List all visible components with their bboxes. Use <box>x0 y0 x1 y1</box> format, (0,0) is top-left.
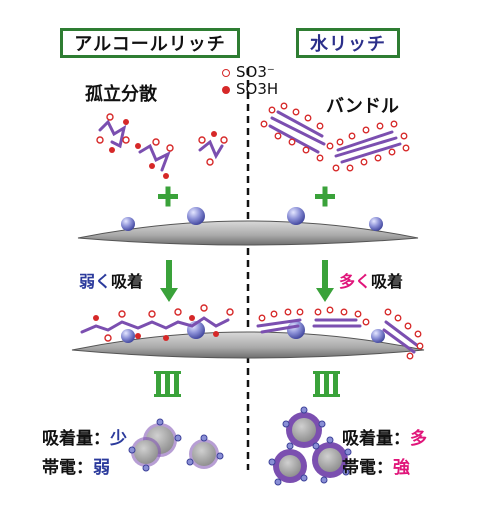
surface-top <box>77 220 419 246</box>
filled-circle-icon <box>222 85 230 94</box>
adsorption-degree-right: 多く <box>339 272 372 291</box>
legend-row-sulfonic-acid: SO3H <box>222 81 278 98</box>
adsorbed-amount-right: 吸着量：多 <box>342 425 427 454</box>
arrow-down-right <box>316 260 334 302</box>
stats-right: 吸着量：多 帯電：強 <box>342 425 427 483</box>
bundle-polymers <box>268 110 402 164</box>
adsorption-degree-left: 弱く <box>79 272 112 291</box>
title-alcohol-rich: アルコールリッチ <box>60 28 240 58</box>
isolated-polymers <box>98 119 224 172</box>
result-particles-right <box>268 406 352 486</box>
adsorbed-right-polymers <box>256 318 420 354</box>
adsorption-suffix-right: 吸着 <box>371 272 404 291</box>
adsorption-suffix-left: 吸着 <box>111 272 144 291</box>
charge-value-left: 弱 <box>93 458 110 478</box>
adsorbed-amount-left: 吸着量：少 <box>42 425 127 454</box>
plus-sign-right <box>315 186 335 207</box>
amount-label-right: 吸着量： <box>342 429 410 449</box>
surface-top-particles <box>121 207 383 231</box>
label-weak-adsorption: 弱く吸着 <box>79 268 143 292</box>
plus-sign-left <box>158 186 178 207</box>
legend-row-sulfonate: SO3⁻ <box>222 64 278 81</box>
stats-left: 吸着量：少 帯電：弱 <box>42 425 127 483</box>
result-particles-left <box>128 418 224 472</box>
amount-value-right: 多 <box>410 429 427 449</box>
legend-label-sulfonate: SO3⁻ <box>236 63 275 81</box>
equals-symbol-left <box>154 371 181 397</box>
charge-value-right: 強 <box>393 458 410 478</box>
amount-value-left: 少 <box>110 429 127 449</box>
bundle-groups <box>260 102 410 172</box>
isolated-groups <box>96 113 228 179</box>
surface-bottom-particles <box>121 321 385 343</box>
adsorbed-left-polymers <box>80 316 230 334</box>
legend: SO3⁻ SO3H <box>222 64 278 98</box>
open-circle-icon <box>222 68 230 77</box>
amount-label-left: 吸着量： <box>42 429 110 449</box>
charge-right: 帯電：強 <box>342 454 427 483</box>
label-strong-adsorption: 多く吸着 <box>339 268 403 292</box>
charge-left: 帯電：弱 <box>42 454 127 483</box>
charge-label-right: 帯電： <box>342 458 393 478</box>
legend-label-sulfonic-acid: SO3H <box>236 80 279 98</box>
label-bundle: バンドル <box>326 96 399 117</box>
adsorbed-right-groups <box>258 306 424 360</box>
title-water-rich: 水リッチ <box>296 28 400 58</box>
adsorbed-left-groups <box>93 304 234 342</box>
equals-symbol-right <box>313 371 340 397</box>
surface-bottom <box>71 331 425 359</box>
arrow-down-left <box>160 260 178 302</box>
label-isolated-dispersion: 孤立分散 <box>85 84 157 105</box>
charge-label-left: 帯電： <box>42 458 93 478</box>
